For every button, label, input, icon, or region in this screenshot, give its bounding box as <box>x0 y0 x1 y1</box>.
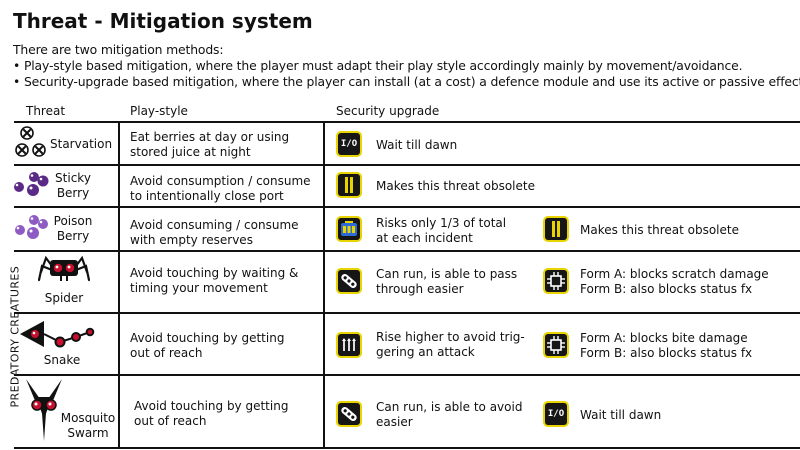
column-header-playstyle: Play-style <box>130 104 188 118</box>
table-rule <box>14 121 800 123</box>
spider-icon <box>37 254 91 292</box>
security-text: Makes this threat obsolete <box>376 179 535 193</box>
barrier-module-icon <box>336 172 362 198</box>
intro-line: There are two mitigation methods: <box>13 42 224 57</box>
intro-bullet-security: • Security-upgrade based mitigation, whe… <box>13 74 800 89</box>
table-rule <box>14 447 800 449</box>
battery-module-icon <box>336 216 362 242</box>
io-module-icon: I/O <box>543 401 569 427</box>
chain-module-icon <box>336 268 362 294</box>
io-module-icon: I/O <box>336 131 362 157</box>
table-rule <box>14 164 800 166</box>
threat-name: Starvation <box>50 137 113 151</box>
security-text: Makes this threat obsolete <box>580 223 739 237</box>
security-text: Wait till dawn <box>376 138 458 152</box>
threat-name: Spider <box>44 291 84 305</box>
barrier-module-icon <box>543 216 569 242</box>
table-rule <box>14 374 800 376</box>
security-text: Rise higher to avoid trig-gering an atta… <box>376 330 525 359</box>
lift-module-icon <box>336 332 362 358</box>
table-rule <box>14 312 800 314</box>
mosquito-icon <box>22 377 66 447</box>
column-divider <box>323 121 325 449</box>
page-title: Threat - Mitigation system <box>13 9 313 33</box>
chip-module-icon <box>543 332 569 358</box>
table-rule <box>14 250 800 252</box>
poison-berry-icon <box>12 212 52 246</box>
chain-module-icon <box>336 401 362 427</box>
column-divider <box>118 121 120 449</box>
intro-bullet-playstyle: • Play-style based mitigation, where the… <box>13 58 743 73</box>
snake-icon <box>18 318 110 358</box>
column-header-threat: Threat <box>26 104 66 118</box>
column-header-security: Security upgrade <box>336 104 440 118</box>
threat-name: Snake <box>43 353 81 367</box>
table-rule <box>14 206 800 208</box>
chip-module-icon <box>543 268 569 294</box>
playstyle-text: Avoid touching by waiting &timing your m… <box>130 266 299 295</box>
sticky-berry-icon <box>10 169 50 203</box>
security-text: Wait till dawn <box>580 408 662 422</box>
starvation-icon <box>15 125 51 163</box>
